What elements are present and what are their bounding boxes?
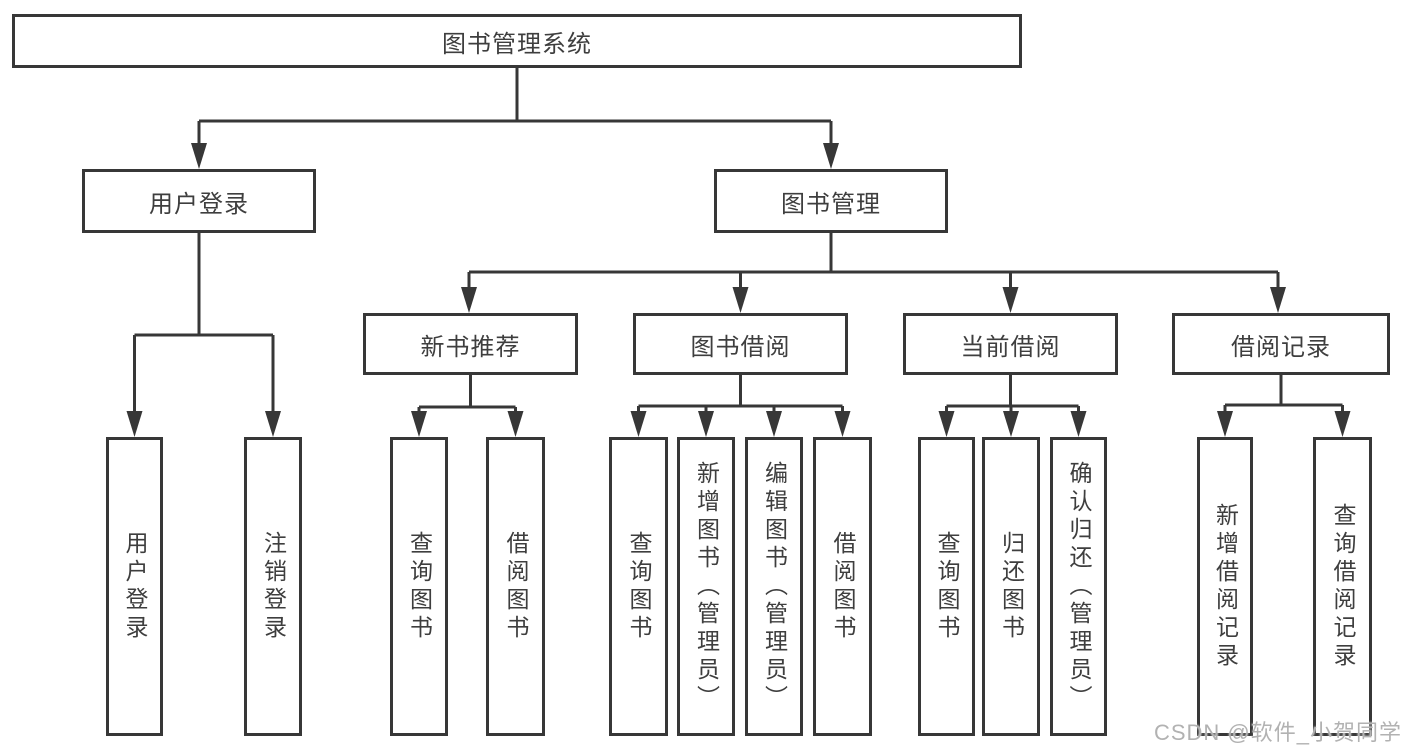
leaf-label: 查询图书: [626, 530, 652, 643]
node-book-management: 图书管理: [714, 169, 948, 233]
leaf-label: 注销登录: [260, 530, 287, 643]
leaf-add-borrow-record: 新增借阅记录: [1197, 437, 1253, 736]
leaf-logout: 注销登录: [244, 437, 302, 736]
node-label: 图书管理: [781, 190, 881, 218]
leaf-borrow-books: 借阅图书: [813, 437, 872, 736]
node-label: 新书推荐: [420, 333, 521, 361]
arrowheads: [126, 143, 1351, 437]
leaf-label: 借阅图书: [503, 530, 529, 643]
node-book-borrowing: 图书借阅: [633, 313, 848, 375]
watermark: CSDN @软件_小贺同学: [1153, 720, 1402, 745]
leaf-label: 编辑图书（管理员）: [761, 460, 788, 713]
leaf-label: 归还图书: [998, 530, 1025, 643]
node-user-login: 用户登录: [82, 169, 316, 233]
leaf-add-book-admin: 新增图书（管理员）: [677, 437, 735, 736]
leaf-user-login: 用户登录: [106, 437, 163, 736]
leaf-confirm-return-admin: 确认归还（管理员）: [1050, 437, 1107, 736]
node-label: 借阅记录: [1231, 333, 1331, 361]
node-library-management-system: 图书管理系统: [12, 14, 1022, 68]
leaf-query-books: 查询图书: [609, 437, 668, 736]
leaf-query-borrow-record: 查询借阅记录: [1313, 437, 1372, 736]
node-label: 图书管理系统: [442, 30, 592, 58]
leaf-label: 确认归还（管理员）: [1066, 460, 1092, 713]
leaf-label: 借阅图书: [830, 530, 856, 643]
leaf-label: 新增图书（管理员）: [693, 460, 720, 713]
leaf-label: 查询图书: [934, 530, 960, 643]
leaf-label: 新增借阅记录: [1212, 502, 1239, 671]
leaf-query-books: 查询图书: [390, 437, 448, 736]
leaf-edit-book-admin: 编辑图书（管理员）: [745, 437, 803, 736]
leaf-query-books: 查询图书: [918, 437, 975, 736]
node-label: 图书借阅: [690, 333, 791, 361]
leaf-label: 查询借阅记录: [1330, 502, 1356, 671]
node-label: 当前借阅: [960, 333, 1061, 361]
node-label: 用户登录: [149, 190, 249, 218]
node-new-book-recommendation: 新书推荐: [363, 313, 578, 375]
node-borrowing-records: 借阅记录: [1172, 313, 1390, 375]
leaf-label: 用户登录: [122, 530, 148, 643]
leaf-borrow-books: 借阅图书: [486, 437, 545, 736]
leaf-return-books: 归还图书: [982, 437, 1040, 736]
node-current-borrowing: 当前借阅: [903, 313, 1118, 375]
leaf-label: 查询图书: [406, 530, 433, 643]
